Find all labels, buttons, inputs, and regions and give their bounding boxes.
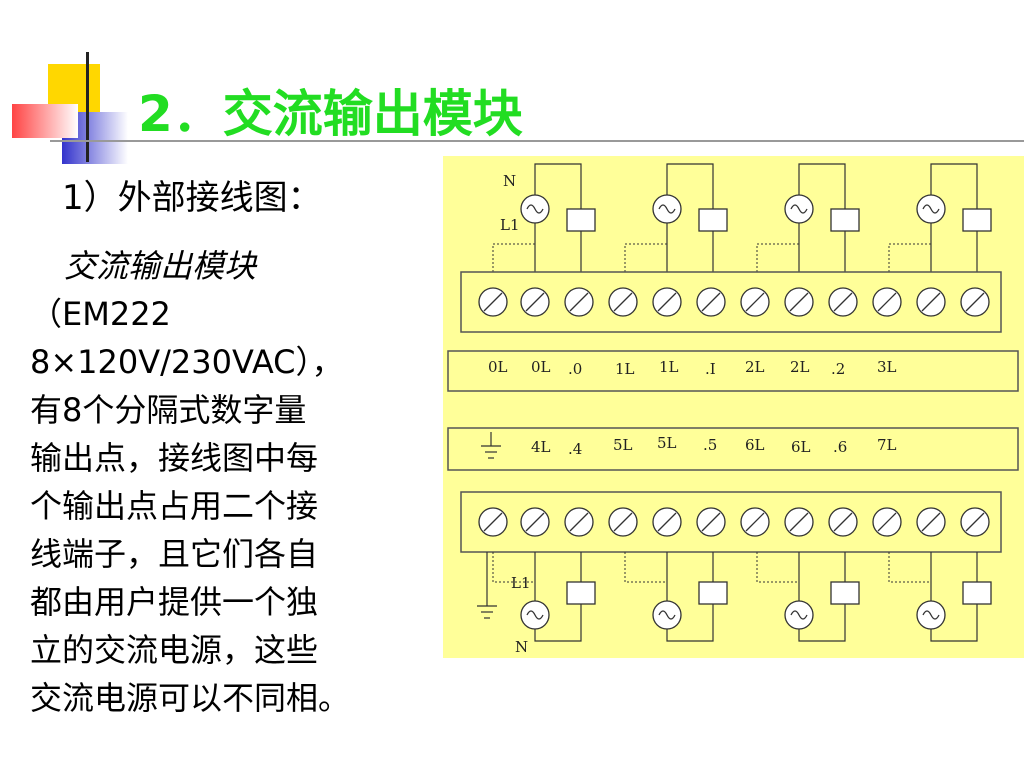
bottom-screws — [478, 507, 990, 537]
relay-coil-icon — [962, 581, 992, 605]
screw-terminal — [696, 507, 726, 537]
ac-source-icon — [916, 194, 946, 224]
ac-source-icon — [520, 194, 550, 224]
terminal-label: 5L — [657, 434, 677, 452]
terminal-label: 3L — [877, 358, 897, 376]
screw-terminal — [564, 507, 594, 537]
body-line: 输出点，接线图中每 — [30, 439, 319, 477]
row2-labels: 4L .4 5L 5L .5 6L 6L .6 7L — [531, 434, 897, 458]
body-line: 交流输出模块 — [64, 247, 257, 285]
screw-terminal — [652, 507, 682, 537]
terminal-label: 5L — [613, 436, 633, 454]
title-underline — [50, 140, 1024, 142]
relay-coil-icon — [830, 208, 860, 232]
body-line: 立的交流电源，这些 — [30, 631, 319, 669]
terminal-label: 0L — [488, 358, 508, 376]
bottom-circuits — [492, 552, 992, 642]
body-line: 线端子，且它们各自 — [30, 535, 319, 573]
terminal-label: 6L — [745, 436, 765, 454]
slide-subtitle: 1）外部接线图： — [62, 178, 322, 218]
body-line: 8×120V/230VAC）， — [30, 343, 344, 381]
screw-terminal — [520, 507, 550, 537]
top-circuits — [492, 163, 992, 272]
terminal-label: 1L — [659, 358, 679, 376]
screw-terminal — [784, 507, 814, 537]
ac-source-icon — [784, 600, 814, 630]
terminal-label-strip-2 — [447, 427, 1019, 471]
body-line: 个输出点占用二个接 — [30, 487, 319, 525]
ac-source-icon — [652, 600, 682, 630]
screw-terminal — [608, 507, 638, 537]
ac-source-icon — [520, 600, 550, 630]
screw-terminal — [478, 287, 508, 317]
bottom-l1-label: L1 — [511, 574, 531, 592]
body-line: 都由用户提供一个独 — [30, 583, 319, 621]
screw-terminal — [916, 287, 946, 317]
screw-terminal — [696, 287, 726, 317]
bottom-ground-icon — [477, 552, 497, 619]
screw-terminal — [784, 287, 814, 317]
top-terminal-block — [460, 271, 1002, 333]
relay-coil-icon — [566, 208, 596, 232]
screw-terminal — [740, 507, 770, 537]
ac-source-icon — [652, 194, 682, 224]
body-line: 有8个分隔式数字量 — [30, 391, 307, 429]
screw-terminal — [960, 287, 990, 317]
top-l1-label: L1 — [500, 216, 520, 234]
ac-source-icon — [784, 194, 814, 224]
relay-coil-icon — [698, 208, 728, 232]
terminal-label: .2 — [831, 360, 845, 378]
screw-terminal — [478, 507, 508, 537]
terminal-label: 0L — [531, 358, 551, 376]
terminal-label: 1L — [615, 360, 635, 378]
terminal-label: 2L — [790, 358, 810, 376]
deco-red-square — [12, 104, 78, 138]
terminal-label: .6 — [833, 438, 847, 456]
terminal-label: 6L — [791, 438, 811, 456]
body-line: （EM222 — [30, 295, 171, 333]
terminal-label: .4 — [568, 440, 582, 458]
bottom-terminal-block — [460, 491, 1002, 553]
row1-labels: 0L 0L .0 1L 1L .I 2L 2L .2 3L — [488, 358, 897, 378]
screw-terminal — [872, 287, 902, 317]
screw-terminal — [828, 287, 858, 317]
wiring-diagram-svg: N L1 0L 0L .0 1L 1L .I 2L 2L .2 3L 4L .4 5L 5L .5 6L 6L… — [447, 163, 1019, 656]
wiring-diagram: N L1 0L 0L .0 1L 1L .I 2L 2L .2 3L 4L .4 5L 5L .5 6L 6L… — [443, 156, 1024, 658]
top-n-label: N — [503, 172, 516, 190]
ac-source-icon — [916, 600, 946, 630]
screw-terminal — [740, 287, 770, 317]
terminal-label: 2L — [745, 358, 765, 376]
deco-vertical-line — [86, 52, 89, 162]
screw-terminal — [608, 287, 638, 317]
screw-terminal — [960, 507, 990, 537]
top-screws — [478, 287, 990, 317]
relay-coil-icon — [962, 208, 992, 232]
terminal-label: .I — [705, 360, 716, 378]
bottom-n-label: N — [515, 638, 528, 656]
terminal-label-strip-1 — [447, 350, 1019, 392]
terminal-label: 4L — [531, 438, 551, 456]
screw-terminal — [652, 287, 682, 317]
relay-coil-icon — [698, 581, 728, 605]
screw-terminal — [520, 287, 550, 317]
screw-terminal — [828, 507, 858, 537]
terminal-label: .0 — [568, 360, 582, 378]
slide-title: 2．交流输出模块 — [138, 85, 523, 143]
body-text: 交流输出模块 （EM222 8×120V/230VAC）， 有8个分隔式数字量 … — [30, 242, 430, 722]
terminal-label: .5 — [703, 436, 717, 454]
terminal-label: 7L — [877, 436, 897, 454]
relay-coil-icon — [830, 581, 860, 605]
screw-terminal — [564, 287, 594, 317]
screw-terminal — [872, 507, 902, 537]
body-line: 交流电源可以不同相。 — [30, 679, 351, 717]
relay-coil-icon — [566, 581, 596, 605]
screw-terminal — [916, 507, 946, 537]
ground-icon — [481, 432, 501, 459]
